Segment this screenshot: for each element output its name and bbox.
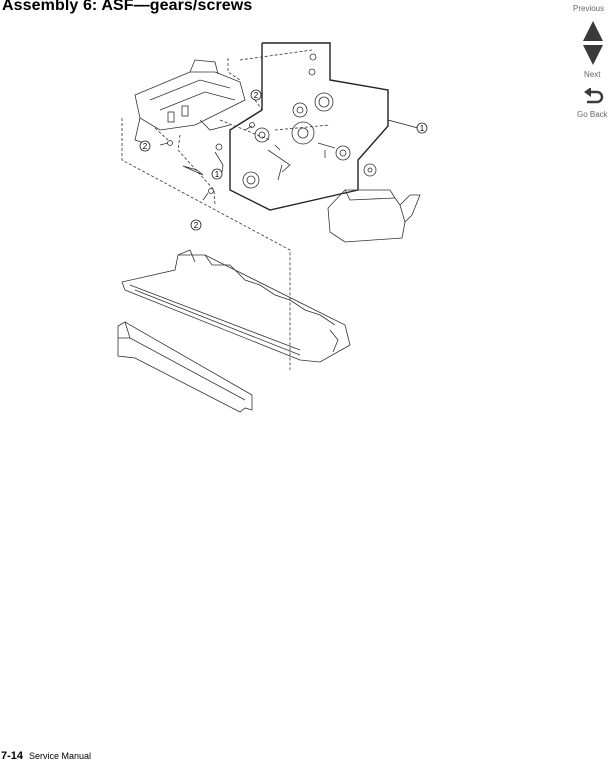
callout-leader <box>387 119 419 129</box>
callout-1-right <box>416 122 428 134</box>
side-bracket <box>327 189 421 243</box>
callout-2-bottom <box>190 219 202 231</box>
previous-button[interactable] <box>582 20 604 42</box>
go-back-label: Go Back <box>577 110 608 119</box>
gear-set <box>242 53 377 189</box>
callout-2-left <box>139 140 151 152</box>
lower-cover <box>117 321 253 413</box>
asf-frame <box>134 59 246 146</box>
paper-tray <box>121 249 351 363</box>
previous-label: Previous <box>573 4 605 13</box>
up-triangle-icon <box>583 21 603 41</box>
callout-1-left <box>211 168 223 180</box>
next-label: Next <box>584 70 601 79</box>
down-triangle-icon <box>583 45 603 65</box>
return-arrowhead-icon <box>584 88 591 97</box>
page-title: Assembly 6: ASF—gears/screws <box>2 0 253 14</box>
next-button[interactable] <box>582 44 604 66</box>
callout-2-top <box>250 89 262 101</box>
callout-2-top-text: 2 <box>254 91 259 100</box>
go-back-button[interactable] <box>583 88 605 108</box>
callout-2-bottom-text: 2 <box>194 221 199 230</box>
item1-group-outline <box>229 42 389 211</box>
page-footer: 7-14 Service Manual <box>1 746 91 764</box>
page-number: 7-14 <box>1 750 24 762</box>
manual-name: Service Manual <box>29 751 92 761</box>
callout-2-left-text: 2 <box>143 142 148 151</box>
return-arrow-icon <box>587 90 604 104</box>
loose-screws <box>159 122 255 201</box>
callout-1-left-text: 1 <box>215 170 220 179</box>
callout-1-right-text: 1 <box>420 124 425 133</box>
